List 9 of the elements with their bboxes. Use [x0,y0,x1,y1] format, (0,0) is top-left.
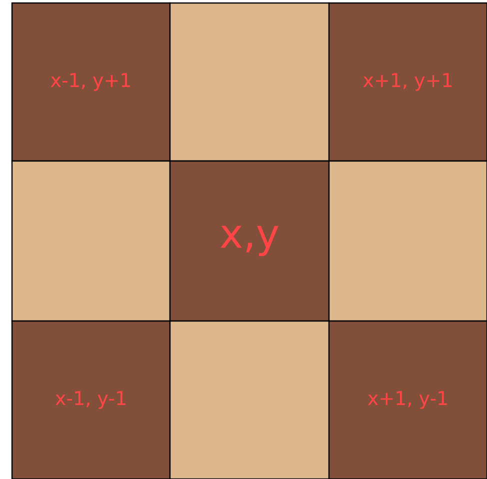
grid-cell [169,2,330,162]
grid-cell [328,160,487,322]
grid-cell: x-1, y+1 [11,2,171,162]
grid-cell: x+1, y+1 [328,2,487,162]
grid-cell: x-1, y-1 [11,320,171,479]
grid-cell: x,y [169,160,330,322]
grid-cell: x+1, y-1 [328,320,487,479]
grid-cell [11,160,171,322]
grid-cell [169,320,330,479]
